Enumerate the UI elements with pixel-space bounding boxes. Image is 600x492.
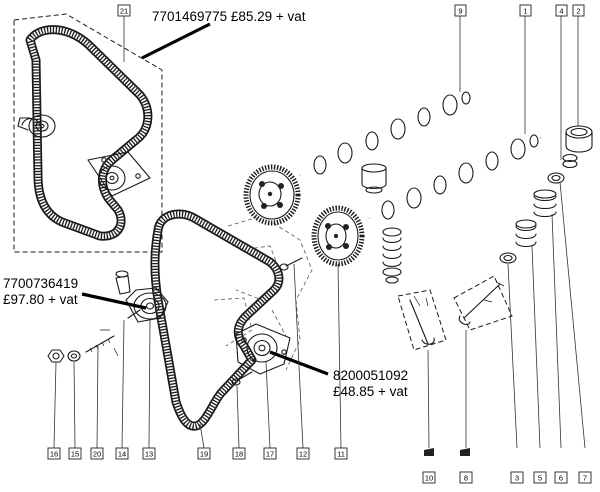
timing-belt	[150, 209, 284, 431]
ref-box-1: 1	[519, 4, 532, 17]
leader-lines	[53, 16, 586, 449]
sprocket-bolt-12	[279, 257, 303, 271]
ref-box-18: 18	[232, 447, 246, 460]
valve-collets-left	[424, 448, 434, 456]
svg-text:5: 5	[538, 474, 542, 483]
ref-box-5: 5	[533, 471, 547, 484]
svg-text:9: 9	[458, 7, 462, 16]
svg-text:3: 3	[515, 474, 519, 483]
svg-text:17: 17	[266, 450, 274, 459]
kit-belt-callout: 7701469775 £85.29 + vat	[152, 9, 306, 24]
kit-inset	[13, 13, 163, 253]
inset-idler	[87, 151, 151, 197]
ref-box-19: 19	[197, 447, 211, 460]
bolt-14	[127, 309, 141, 319]
svg-text:8: 8	[464, 474, 468, 483]
camshaft-lower	[369, 134, 541, 220]
ref-box-9: 9	[454, 4, 467, 17]
exhaust-cam-sprocket	[243, 164, 301, 226]
svg-text:18: 18	[235, 450, 243, 459]
tensioner-price: £97.80 + vat	[3, 292, 78, 307]
valve-spring-stack-left	[382, 227, 402, 284]
valve-collets-right	[460, 448, 470, 456]
shim	[562, 153, 578, 169]
ref-box-13: 13	[142, 447, 156, 460]
ref-box-3: 3	[510, 471, 524, 484]
idler-bolt-18	[231, 371, 253, 386]
svg-text:4: 4	[559, 7, 563, 16]
ref-box-20: 20	[90, 447, 104, 460]
svg-text:13: 13	[145, 450, 153, 459]
svg-text:12: 12	[299, 450, 307, 459]
washer-15	[67, 350, 81, 362]
ref-box-12: 12	[296, 447, 310, 460]
ref-box-8: 8	[459, 471, 473, 484]
valve-spring-inner	[515, 219, 537, 248]
svg-text:10: 10	[425, 474, 433, 483]
tensioner-pointer	[81, 292, 147, 310]
bucket-tappet	[565, 125, 593, 153]
svg-text:1: 1	[523, 7, 527, 16]
ref-box-10: 10	[422, 471, 436, 484]
ref-box-16: 16	[47, 447, 61, 460]
tensioner-code: 7700736419	[3, 276, 79, 291]
valve-seal	[499, 252, 517, 264]
ref-box-11: 11	[334, 447, 348, 460]
svg-text:19: 19	[200, 450, 208, 459]
tensioner-bolt	[115, 270, 131, 295]
nut-16	[47, 349, 65, 363]
ref-box-7: 7	[578, 471, 592, 484]
svg-text:20: 20	[93, 450, 101, 459]
valve-box-left	[397, 289, 447, 351]
svg-text:2: 2	[576, 7, 580, 16]
ref-box-14: 14	[115, 447, 129, 460]
valve-spring-outer	[533, 189, 557, 218]
ref-box-15: 15	[68, 447, 82, 460]
svg-text:11: 11	[337, 450, 345, 459]
idler-code: 8200051092	[333, 368, 409, 383]
svg-text:15: 15	[71, 450, 79, 459]
ref-box-17: 17	[263, 447, 277, 460]
stud-20	[85, 329, 119, 357]
kit-pointer	[141, 22, 211, 60]
spring-retainer	[547, 172, 565, 184]
ref-box-2: 2	[572, 4, 585, 17]
ref-box-6: 6	[554, 471, 568, 484]
idler-price: £48.85 + vat	[333, 384, 408, 399]
valve-box-right	[453, 275, 513, 331]
cam-tappet	[361, 163, 387, 194]
svg-text:6: 6	[559, 474, 563, 483]
svg-text:16: 16	[50, 450, 58, 459]
svg-text:7: 7	[583, 474, 587, 483]
camshaft-upper	[299, 91, 471, 177]
svg-text:14: 14	[118, 450, 126, 459]
inset-tensioner	[17, 114, 56, 138]
ref-box-21: 21	[117, 4, 131, 17]
idler-pulley	[235, 323, 291, 375]
svg-text:21: 21	[120, 7, 128, 16]
intake-cam-sprocket	[311, 205, 365, 267]
ref-box-4: 4	[555, 4, 568, 17]
